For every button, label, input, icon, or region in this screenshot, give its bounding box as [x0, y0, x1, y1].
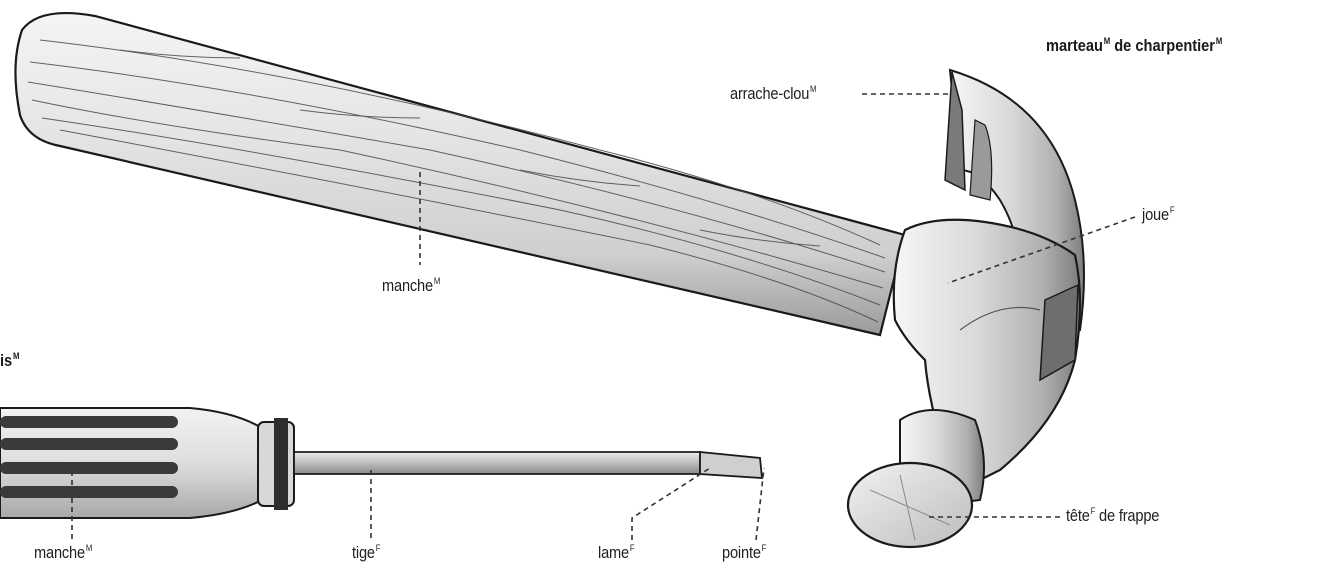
- label-face-suffix: de frappe: [1095, 506, 1159, 525]
- screwdriver-blade: [700, 452, 762, 478]
- label-tip-text: pointe: [722, 543, 761, 562]
- label-screwdriver-handle: mancheM: [34, 543, 92, 563]
- hammer-handle: [15, 13, 905, 335]
- label-shank-text: tige: [352, 543, 375, 562]
- label-tip: pointeF: [722, 543, 766, 563]
- label-hammer-handle-gender: M: [434, 276, 440, 286]
- label-face: têteF de frappe: [1066, 506, 1159, 526]
- hammer-title-word: marteau: [1046, 36, 1103, 55]
- label-claw-text: arrache-clou: [730, 84, 809, 103]
- label-screwdriver-handle-text: manche: [34, 543, 85, 562]
- screwdriver-shank: [294, 452, 700, 474]
- screwdriver: [0, 408, 762, 518]
- screwdriver-title-gender: M: [13, 351, 19, 361]
- label-shank: tigeF: [352, 543, 380, 563]
- label-claw-gender: M: [810, 84, 816, 94]
- label-hammer-handle-text: manche: [382, 276, 433, 295]
- screwdriver-title: isM: [0, 351, 20, 371]
- hammer-title-suffix-gender: M: [1216, 36, 1222, 46]
- hammer-title: marteauM de charpentierM: [1046, 36, 1222, 56]
- hammer-title-suffix: de charpentier: [1110, 36, 1215, 55]
- leader-blade: [632, 468, 710, 540]
- label-tip-gender: F: [762, 543, 767, 553]
- label-shank-gender: F: [376, 543, 381, 553]
- label-blade-gender: F: [630, 543, 635, 553]
- label-face-text: tête: [1066, 506, 1090, 525]
- label-claw: arrache-clouM: [730, 84, 816, 104]
- label-blade-text: lame: [598, 543, 629, 562]
- label-blade: lameF: [598, 543, 634, 563]
- label-screwdriver-handle-gender: M: [86, 543, 92, 553]
- label-cheek: joueF: [1142, 205, 1174, 225]
- label-hammer-handle: mancheM: [382, 276, 440, 296]
- label-cheek-gender: F: [1170, 205, 1175, 215]
- screwdriver-handle: [0, 408, 294, 518]
- label-cheek-text: joue: [1142, 205, 1169, 224]
- hammer-striking-face: [848, 463, 972, 547]
- screwdriver-title-fragment: is: [0, 351, 12, 370]
